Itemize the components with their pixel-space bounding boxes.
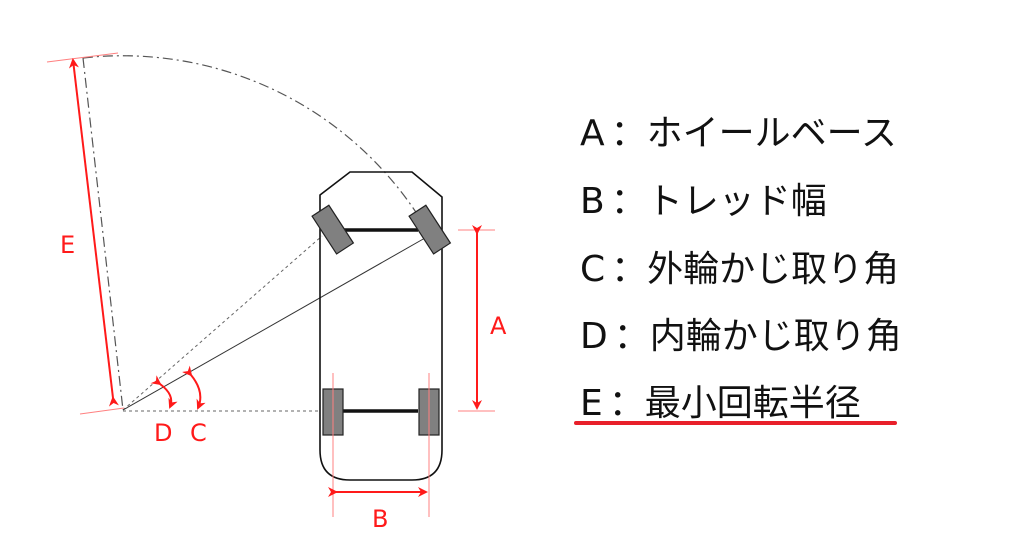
d-angle-arc [150, 375, 178, 409]
e-top-tick [46, 52, 119, 63]
front-right-wheel [408, 204, 452, 255]
turning-arc [82, 55, 431, 236]
legend: A：ホイールベース B：トレッド幅 C：外輪かじ取り角 D：内輪かじ取り角 E：… [574, 113, 902, 425]
c-angle-arc [182, 365, 206, 410]
legend-item-a: A：ホイールベース [580, 113, 897, 154]
label-b: B [372, 505, 388, 533]
legend-item-c: C：外輪かじ取り角 [580, 249, 899, 290]
label-c: C [190, 419, 207, 447]
label-d: D [154, 419, 172, 447]
legend-item-b: B：トレッド幅 [580, 181, 827, 222]
legend-item-e: E：最小回転半径 [580, 383, 861, 424]
e-dimension-arrow [68, 58, 119, 407]
label-a: A [490, 312, 507, 340]
legend-item-d: D：内輪かじ取り角 [580, 316, 902, 357]
radius-line [82, 57, 124, 411]
inner-wheel-line [122, 235, 323, 411]
front-left-wheel [311, 204, 355, 255]
car-body [319, 171, 443, 481]
e-bottom-tick [79, 407, 125, 415]
label-e: E [60, 231, 75, 259]
outer-wheel-line [122, 237, 426, 411]
